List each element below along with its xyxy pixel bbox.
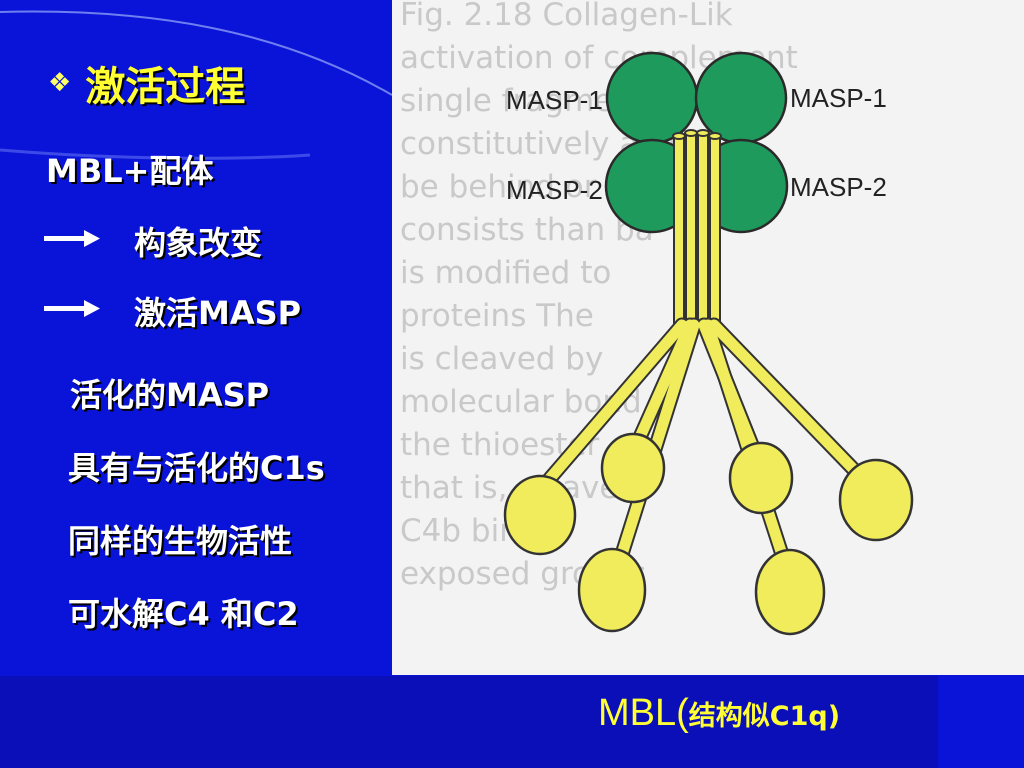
arm [534,319,688,496]
line-biological-activity: 同样的生物活性 [68,522,293,560]
label-masp1-left: MASP-1 [506,85,603,115]
background-text-line: proteins The [400,298,594,334]
background-text-line: consists than ba [400,212,654,248]
collagen-stalk [673,134,685,332]
arm [626,319,696,461]
collagen-stalk-top [708,132,722,140]
masp1-right-globule [694,51,788,145]
background-text-line: is cleaved by [400,341,604,377]
caption-prefix: MBL( [598,692,689,734]
crd-head [838,458,914,542]
title-bullet-icon: ❖ [48,68,72,98]
crd-head [728,441,794,515]
arrow-right-icon [44,230,100,247]
background-text-line: be behind or [400,169,597,205]
line-hydrolyze-c4-c2: 可水解C4 和C2 [68,595,299,633]
line-mbl-ligand: MBL+配体 [46,152,214,190]
background-text-line: is modified to [400,255,612,291]
crd-head [503,474,577,556]
line-c1s-activity: 具有与活化的C1s [68,449,325,487]
title-row: ❖ 激活过程 [48,54,245,112]
line-activated-masp: 活化的MASP [70,376,270,414]
label-masp2-right: MASP-2 [790,172,887,202]
masp1-left-globule [605,51,699,145]
collagen-stalk-top [696,129,710,137]
mbl-structure-diagram: MASP-1 MASP-1 MASP-2 MASP-2 [503,51,914,636]
figure-caption: MBL(结构似C1q) [598,692,840,735]
collagen-stalk [697,131,709,331]
arrow-right-icon [44,300,100,317]
arm [708,319,868,484]
background-text-line: Fig. 2.18 Collagen-Lik [400,0,733,33]
corner-decoration [938,676,1024,768]
collagen-stalk-top [672,132,686,140]
line-activate-masp: 激活MASP [134,294,302,332]
crd-head [754,548,826,636]
collagen-stalk-top [684,129,698,137]
line-conformation-change: 构象改变 [134,224,263,262]
collagen-stalk [709,134,721,332]
label-masp1-right: MASP-1 [790,83,887,113]
slide-title: 激活过程 [85,64,246,110]
collagen-stalk [685,131,697,331]
caption-body: 结构似C1q) [688,701,841,732]
label-masp2-left: MASP-2 [506,175,603,205]
crd-head [600,432,666,504]
crd-head [577,547,647,633]
